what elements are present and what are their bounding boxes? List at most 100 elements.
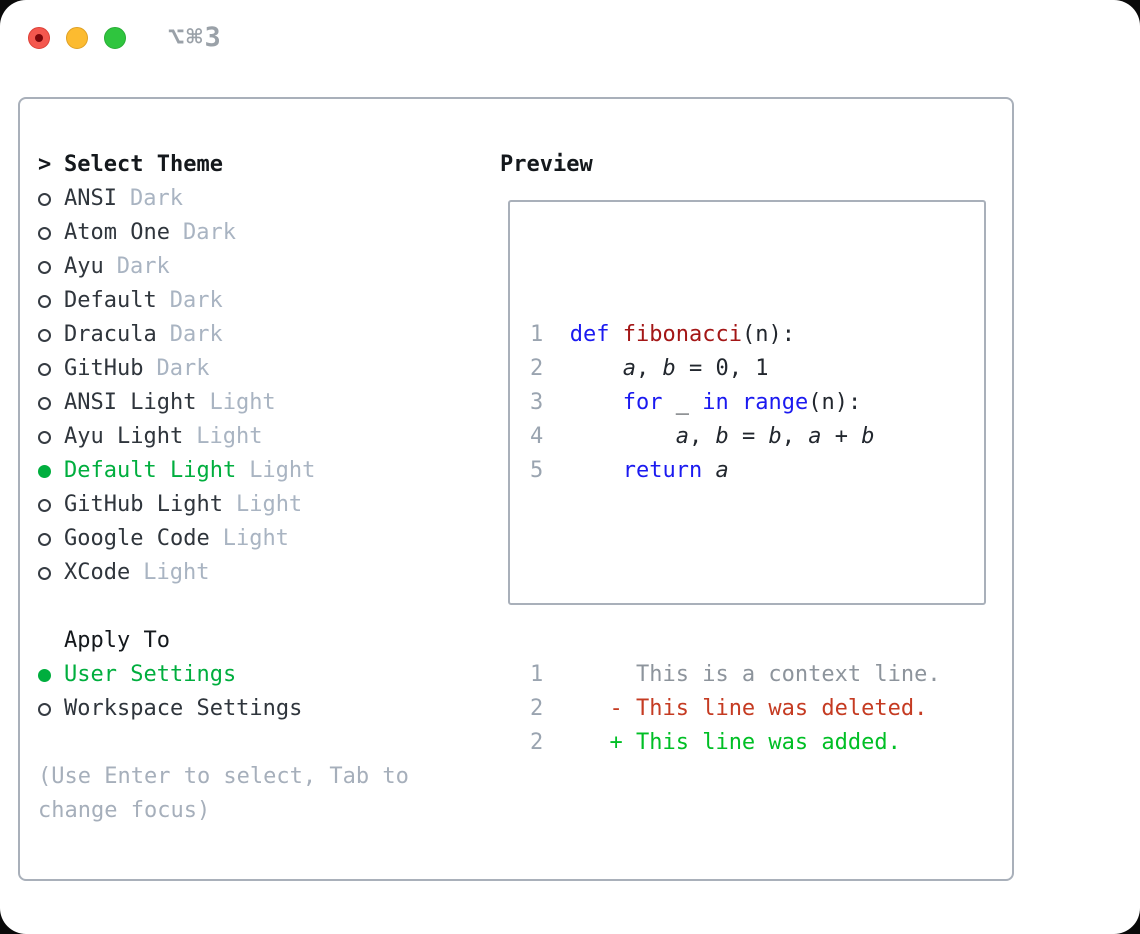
- line-number: 2: [530, 696, 544, 721]
- line-number: 2: [530, 356, 544, 381]
- diff-lines: 1 This is a context line.2 - This line w…: [530, 658, 941, 760]
- radio-icon: [38, 328, 64, 342]
- diff-line: 1 This is a context line.: [530, 658, 941, 692]
- theme-variant-tag: Light: [249, 458, 316, 483]
- code-token: [543, 458, 570, 483]
- preview-heading: Preview: [500, 152, 593, 177]
- titlebar: [28, 27, 142, 49]
- line-number: 5: [530, 458, 544, 483]
- code-token: [570, 458, 623, 483]
- window-title: ⌥⌘3: [168, 22, 223, 53]
- theme-name: ANSI Light: [64, 390, 197, 415]
- apply-to-option[interactable]: Workspace Settings: [38, 692, 448, 726]
- radio-circle-icon: [38, 294, 51, 308]
- code-token: range: [741, 390, 809, 415]
- radio-circle-icon: [38, 192, 51, 206]
- radio-circle-icon: [38, 260, 51, 274]
- diff-line: 2 + This line was added.: [530, 726, 941, 760]
- theme-variant-tag: Dark: [129, 186, 183, 211]
- code-token: =: [728, 424, 769, 449]
- theme-variant-tag: Dark: [169, 322, 223, 347]
- radio-icon: [38, 532, 64, 546]
- radio-icon: [38, 498, 64, 512]
- code-token: ,: [635, 356, 663, 381]
- radio-icon: [38, 362, 64, 376]
- radio-circle-icon: [38, 464, 51, 478]
- theme-name: Ayu: [64, 254, 104, 279]
- code-token: [543, 424, 570, 449]
- code-token: [610, 322, 623, 347]
- code-token: b: [662, 356, 676, 381]
- code-token: for: [622, 390, 663, 415]
- code-token: [543, 696, 570, 721]
- zoom-button-icon[interactable]: [104, 27, 126, 49]
- apply-to-heading: Apply To: [64, 628, 170, 653]
- close-button-icon[interactable]: [28, 27, 50, 49]
- radio-circle-icon: [38, 668, 51, 682]
- code-token: return: [622, 458, 703, 483]
- code-token: [543, 730, 570, 755]
- theme-option[interactable]: Ayu Dark: [38, 250, 448, 284]
- theme-variant-tag: Light: [222, 526, 289, 551]
- diff-line: 2 - This line was deleted.: [530, 692, 941, 726]
- apply-to-heading-row: Apply To: [38, 624, 448, 658]
- theme-option[interactable]: Default Dark: [38, 284, 448, 318]
- diff-text: This is a context line.: [569, 662, 941, 687]
- code-token: (n):: [741, 322, 795, 347]
- theme-name: Default: [64, 288, 157, 313]
- radio-icon: [38, 464, 64, 478]
- radio-circle-icon: [38, 226, 51, 240]
- radio-icon: [38, 294, 64, 308]
- radio-icon: [38, 192, 64, 206]
- line-number: 3: [530, 390, 544, 415]
- apply-to-option[interactable]: User Settings: [38, 658, 448, 692]
- focus-caret-icon: >: [38, 152, 52, 177]
- line-number: 2: [530, 730, 544, 755]
- radio-circle-icon: [38, 362, 51, 376]
- minimize-button-icon[interactable]: [66, 27, 88, 49]
- code-token: _: [662, 390, 703, 415]
- code-line: 5 return a: [530, 454, 941, 488]
- theme-list-heading-row: > Select Theme: [38, 148, 448, 182]
- radio-icon: [38, 566, 64, 580]
- radio-icon: [38, 396, 64, 410]
- line-number: 1: [530, 662, 544, 687]
- radio-circle-icon: [38, 498, 51, 512]
- theme-name: Google Code: [64, 526, 210, 551]
- code-token: ,: [688, 424, 716, 449]
- theme-variant-tag: Dark: [116, 254, 170, 279]
- code-token: [543, 390, 570, 415]
- code-token: = 0, 1: [675, 356, 769, 381]
- code-token: [729, 390, 742, 415]
- radio-circle-icon: [38, 328, 51, 342]
- code-token: [570, 356, 623, 381]
- theme-variant-tag: Dark: [156, 356, 210, 381]
- theme-option[interactable]: Google Code Light: [38, 522, 448, 556]
- spacer: [38, 590, 448, 624]
- spacer: [38, 726, 448, 760]
- code-token: b: [715, 424, 729, 449]
- code-line: 1 def fibonacci(n):: [530, 318, 941, 352]
- radio-circle-icon: [38, 396, 51, 410]
- code-token: b: [861, 424, 875, 449]
- code-token: [702, 458, 715, 483]
- code-token: def: [569, 322, 610, 347]
- apply-to-label: Workspace Settings: [64, 696, 303, 721]
- line-number: 1: [530, 322, 544, 347]
- apply-to-label: User Settings: [64, 662, 237, 687]
- code-token: [543, 322, 570, 347]
- theme-variant-tag: Dark: [169, 288, 223, 313]
- radio-icon: [38, 226, 64, 240]
